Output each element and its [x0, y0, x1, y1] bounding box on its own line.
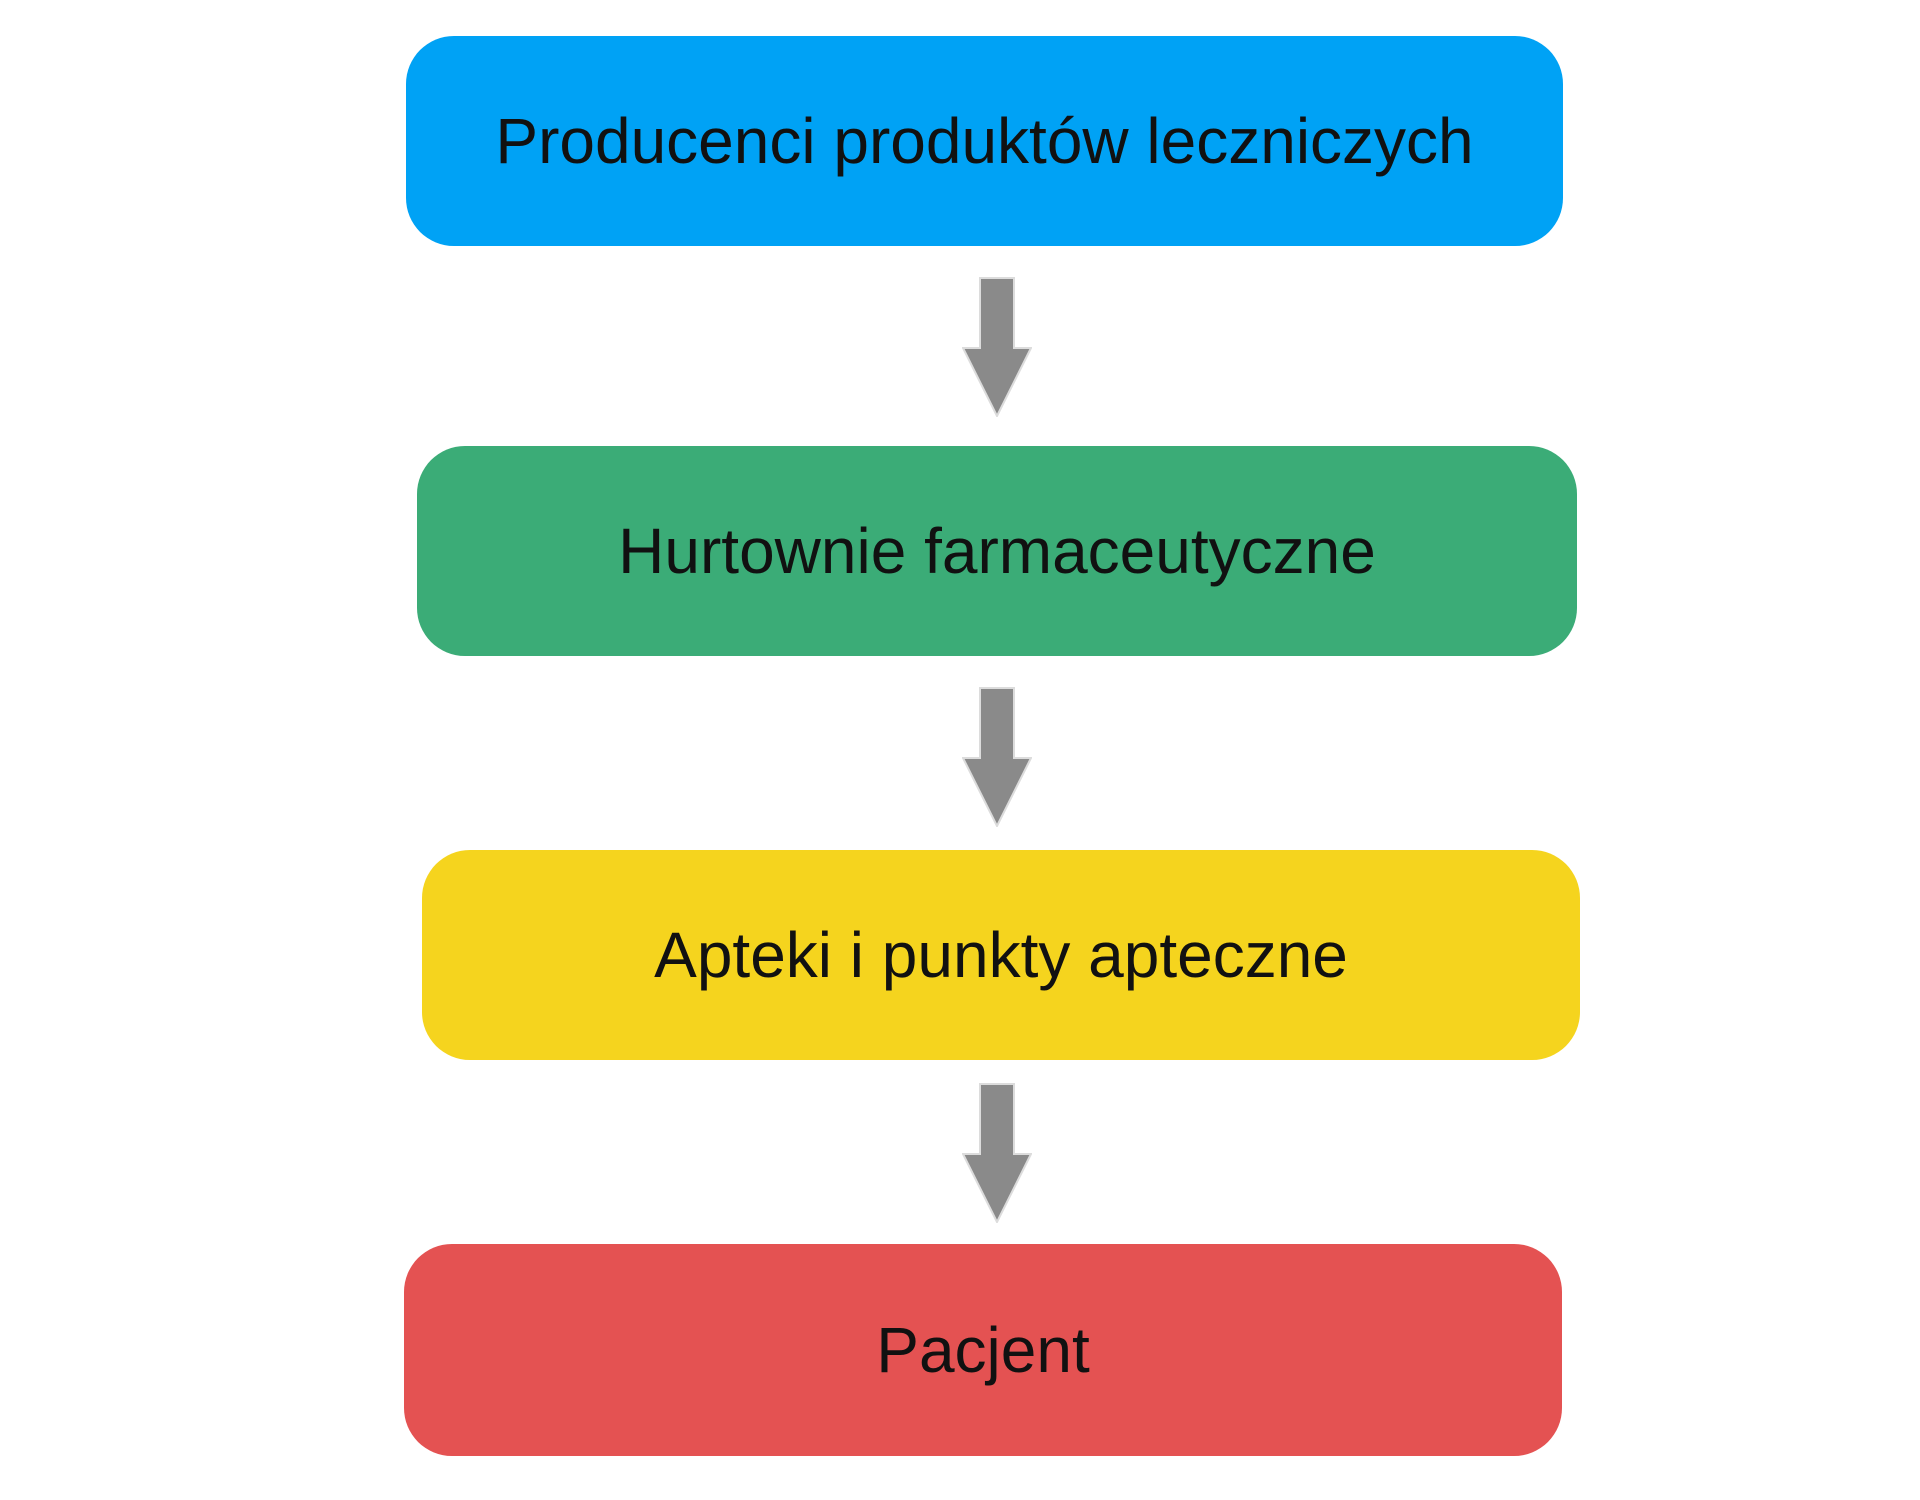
down-arrow-shape — [962, 277, 1032, 417]
down-arrow-icon — [962, 1083, 1032, 1223]
down-arrow-shape — [962, 1083, 1032, 1223]
flow-node-pharmacies: Apteki i punkty apteczne — [422, 850, 1580, 1060]
flow-node-patient: Pacjent — [404, 1244, 1562, 1456]
flow-node-producers: Producenci produktów leczniczych — [406, 36, 1563, 246]
flow-node-patient-label: Pacjent — [876, 1314, 1090, 1386]
down-arrow-icon — [962, 277, 1032, 417]
down-arrow-icon — [962, 687, 1032, 827]
flow-node-producers-label: Producenci produktów leczniczych — [495, 105, 1474, 177]
flow-node-wholesalers-label: Hurtownie farmaceutyczne — [618, 515, 1376, 587]
flow-node-wholesalers: Hurtownie farmaceutyczne — [417, 446, 1577, 656]
flow-node-pharmacies-label: Apteki i punkty apteczne — [654, 919, 1348, 991]
down-arrow-shape — [962, 687, 1032, 827]
